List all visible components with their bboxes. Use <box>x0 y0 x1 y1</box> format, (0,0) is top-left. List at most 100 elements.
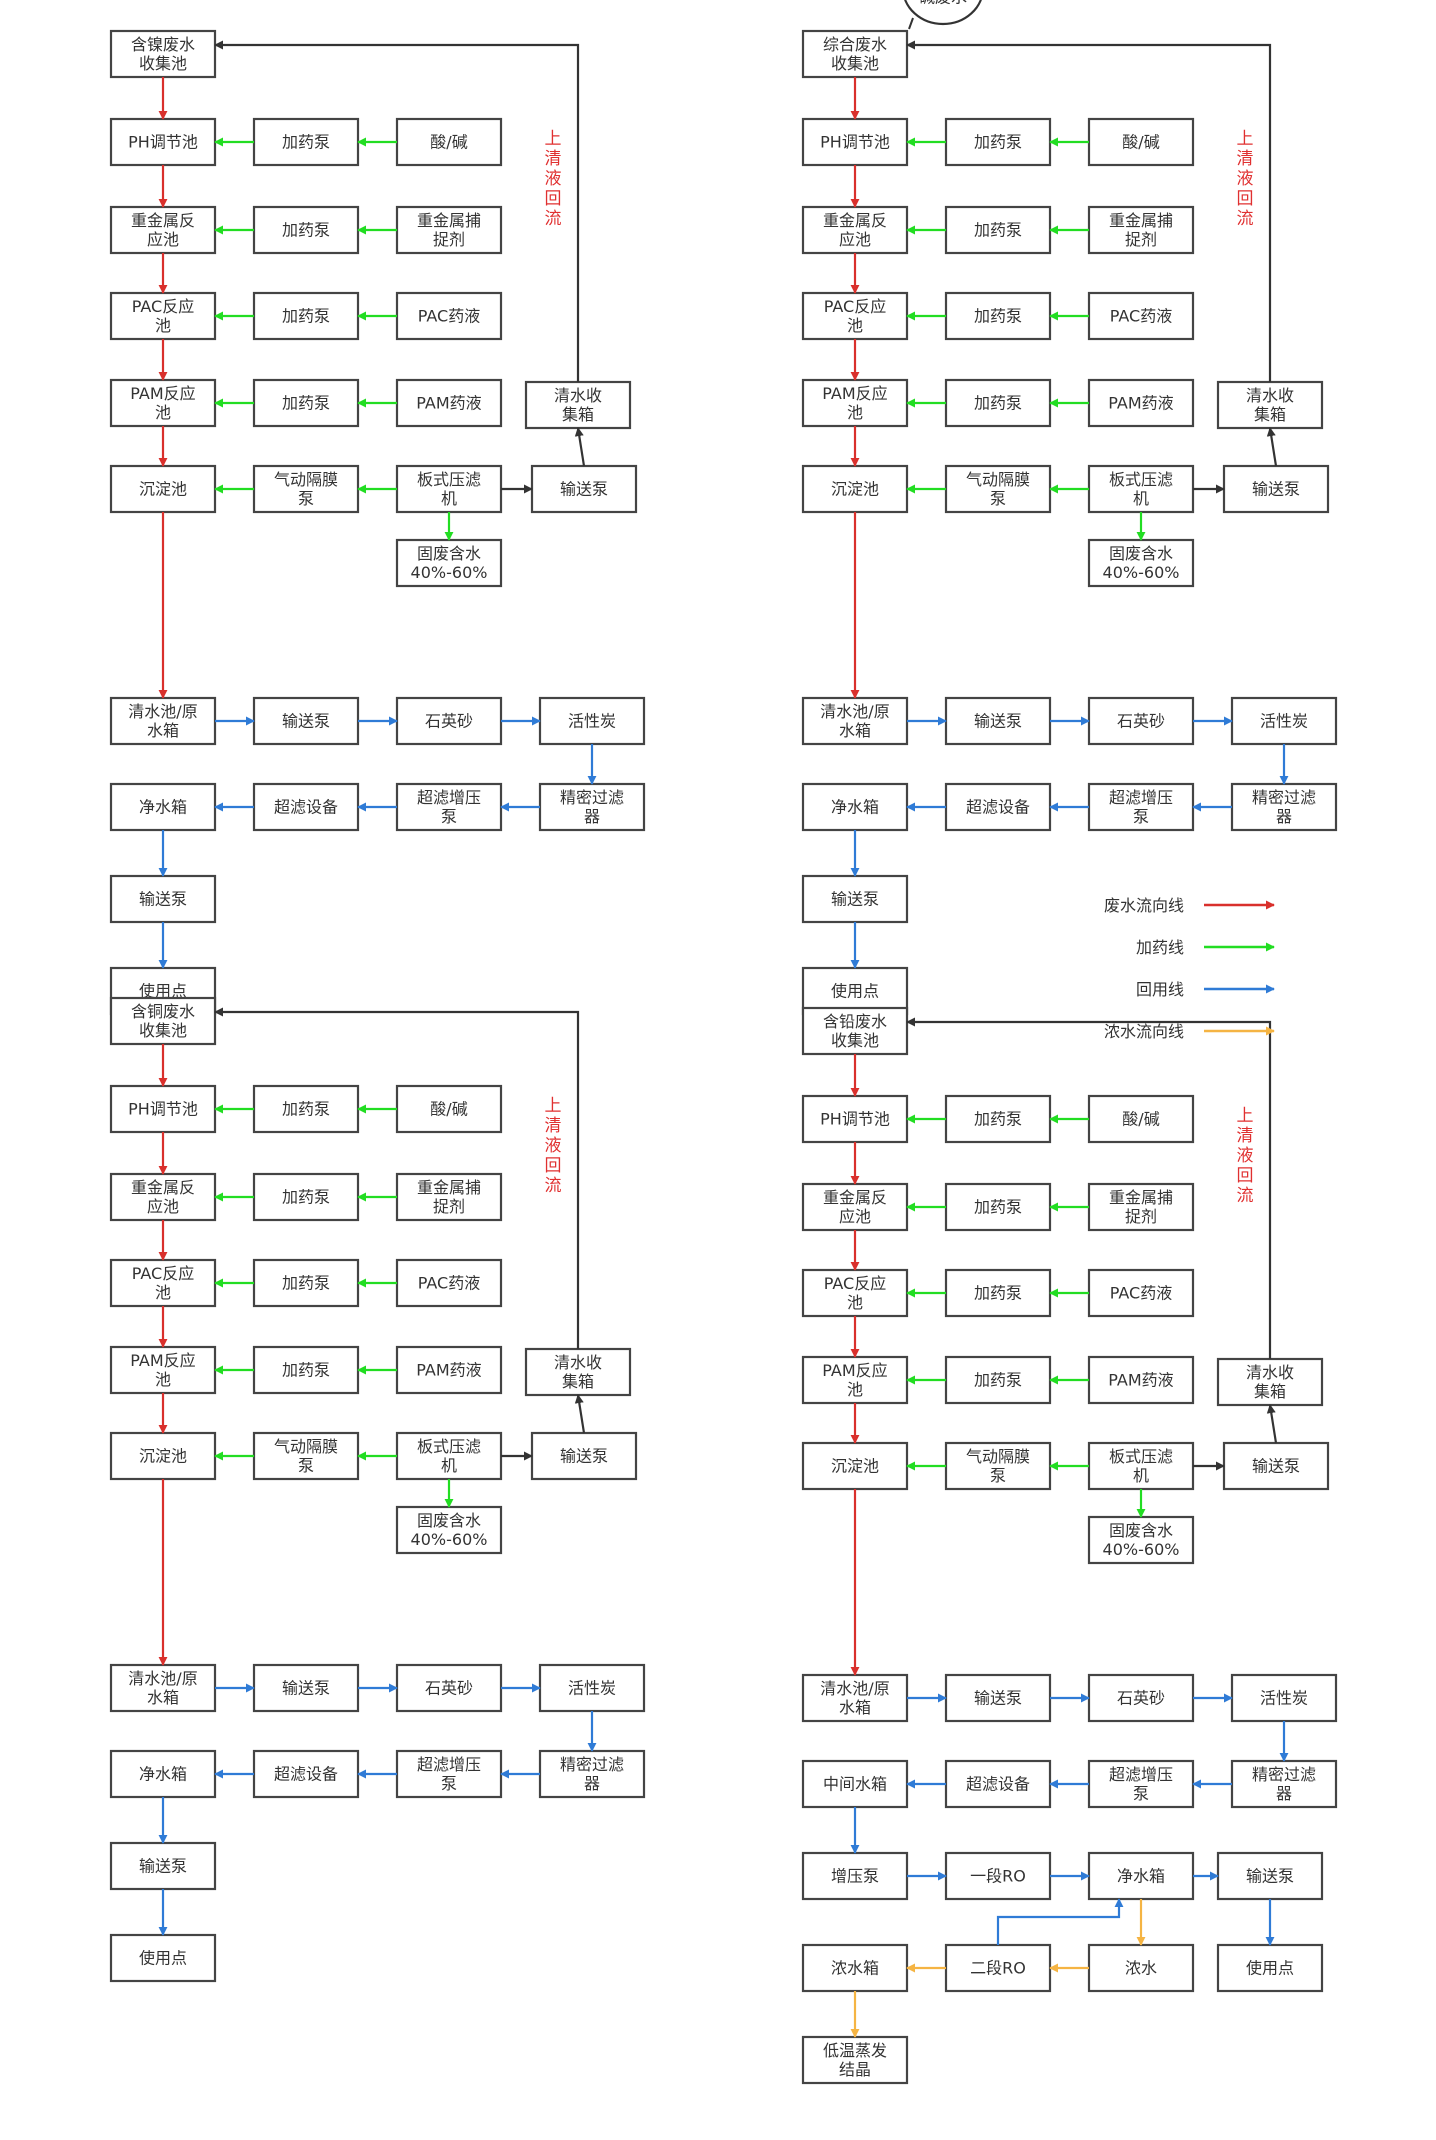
node-clear: 清水池/原水箱 <box>109 696 217 746</box>
node-label: 精密过滤 <box>560 788 624 807</box>
node-label: 加药泵 <box>282 1100 330 1119</box>
node-dose4: 加药泵 <box>944 1355 1052 1405</box>
node-label: 净水箱 <box>831 798 879 817</box>
node-label: 加药泵 <box>282 133 330 152</box>
node-uf: 超滤设备 <box>252 782 360 832</box>
node-label: 沉淀池 <box>831 1457 879 1476</box>
node-label: 加药泵 <box>282 394 330 413</box>
node-p2: 输送泵 <box>109 874 217 924</box>
node-label: 沉淀池 <box>139 1447 187 1466</box>
node-label: 加药泵 <box>282 1188 330 1207</box>
svg-text:回: 回 <box>1237 189 1254 209</box>
node-label: 清水池/原 <box>128 1669 197 1688</box>
node-label: 使用点 <box>831 982 879 1001</box>
node-netbox: 净水箱 <box>109 1749 217 1799</box>
node-ph: PH调节池 <box>801 1094 909 1144</box>
node-label: 40%-60% <box>411 1530 488 1549</box>
node-label: 中间水箱 <box>823 1775 887 1794</box>
node-ph: PH调节池 <box>109 1084 217 1134</box>
node-chem4: PAM药液 <box>395 378 503 428</box>
node-sed: 沉淀池 <box>801 1441 909 1491</box>
node-label: 输送泵 <box>282 712 330 731</box>
node-sand: 石英砂 <box>395 1663 503 1713</box>
node-label: 加药泵 <box>282 1361 330 1380</box>
node-boost: 增压泵 <box>801 1851 909 1901</box>
source-bubble: 含酸、碱废水 <box>904 0 982 30</box>
node-clear: 清水池/原水箱 <box>109 1663 217 1713</box>
return-arrow <box>214 1007 580 1349</box>
node-dose3: 加药泵 <box>944 291 1052 341</box>
node-label: 超滤增压 <box>1109 788 1173 807</box>
node-label: 清水收 <box>554 1353 602 1372</box>
node-label: 收集池 <box>831 54 879 73</box>
node-label: 含镍废水 <box>131 35 195 54</box>
node-label: 器 <box>1276 1784 1292 1803</box>
node-label: 加药泵 <box>974 1371 1022 1390</box>
node-label: 池 <box>155 1283 171 1302</box>
node-conc: 浓水 <box>1087 1943 1195 1993</box>
legend-item: 浓水流向线 <box>1104 1022 1275 1041</box>
node-label: 池 <box>155 316 171 335</box>
node-p2: 输送泵 <box>801 874 909 924</box>
node-label: PAM反应 <box>130 384 195 403</box>
node-dose2: 加药泵 <box>252 1172 360 1222</box>
node-p2: 输送泵 <box>109 1841 217 1891</box>
node-label: 池 <box>155 1370 171 1389</box>
node-label: 石英砂 <box>1117 1689 1165 1708</box>
node-netbox: 净水箱 <box>109 782 217 832</box>
node-label: 泵 <box>1133 1784 1149 1803</box>
node-label: 池 <box>847 1380 863 1399</box>
legend-item: 废水流向线 <box>1104 896 1275 915</box>
node-label: PH调节池 <box>128 133 198 152</box>
node-label: 重金属反 <box>823 211 887 230</box>
node-chem3: PAC药液 <box>1087 291 1195 341</box>
node-label: 泵 <box>441 807 457 826</box>
node-label: 应池 <box>147 230 179 249</box>
svg-text:上: 上 <box>1237 1106 1254 1126</box>
node-label: 重金属捕 <box>1109 211 1173 230</box>
node-carbon: 活性炭 <box>538 1663 646 1713</box>
node-label: 重金属反 <box>131 211 195 230</box>
node-label: 加药泵 <box>282 307 330 326</box>
node-ro2: 二段RO <box>944 1943 1052 1993</box>
node-label: 重金属捕 <box>417 1178 481 1197</box>
node-p3: 输送泵 <box>1216 1851 1324 1901</box>
node-use: 使用点 <box>801 966 909 1016</box>
node-label: 捉剂 <box>433 1197 465 1216</box>
node-pump_r: 输送泵 <box>1222 1441 1330 1491</box>
svg-text:流: 流 <box>545 209 562 229</box>
node-label: 输送泵 <box>1252 480 1300 499</box>
node-dose4: 加药泵 <box>252 1345 360 1395</box>
node-label: 池 <box>847 403 863 422</box>
return-arrow <box>1266 427 1278 467</box>
node-dose3: 加药泵 <box>252 291 360 341</box>
node-label: 加药泵 <box>974 394 1022 413</box>
node-label: 收集池 <box>139 1021 187 1040</box>
node-sand: 石英砂 <box>1087 696 1195 746</box>
node-clear: 清水池/原水箱 <box>801 1673 909 1723</box>
node-label: 超滤设备 <box>274 1765 338 1784</box>
node-label: 石英砂 <box>1117 712 1165 731</box>
node-label: 活性炭 <box>1260 712 1308 731</box>
node-label: 机 <box>1133 1466 1149 1485</box>
node-label: 加药泵 <box>974 133 1022 152</box>
node-label: 固废含水 <box>417 1511 481 1530</box>
node-label: 石英砂 <box>425 1679 473 1698</box>
node-label: 池 <box>847 316 863 335</box>
node-label: 应池 <box>839 230 871 249</box>
node-dose4: 加药泵 <box>944 378 1052 428</box>
node-label: PAC药液 <box>1110 1284 1172 1303</box>
node-label: 沉淀池 <box>831 480 879 499</box>
node-label: 重金属反 <box>823 1188 887 1207</box>
node-label: 使用点 <box>139 1949 187 1968</box>
node-label: 收集池 <box>139 54 187 73</box>
svg-text:流: 流 <box>545 1176 562 1196</box>
node-label: 输送泵 <box>831 890 879 909</box>
